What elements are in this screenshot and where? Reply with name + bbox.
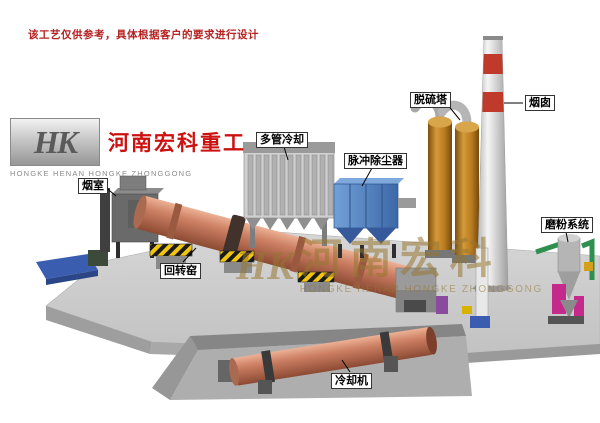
chimney-stack (473, 36, 511, 292)
company-logo: HK 河南宏科重工 HONGKE HENAN HONGKE ZHONGGONG (10, 118, 246, 178)
label-multi-tube-cooler: 多管冷却 (256, 132, 308, 148)
logo-company-name-cn: 河南宏科重工 (108, 132, 246, 155)
logo-hk-monogram-icon: HK (10, 118, 100, 166)
logo-monogram-text: HK (33, 123, 78, 160)
label-desulfurization-tower: 脱硫塔 (410, 92, 451, 108)
blue-base-panel (36, 254, 98, 285)
multi-tube-cooler-unit (243, 142, 335, 248)
label-rotary-kiln: 回转窑 (160, 263, 201, 279)
cooling-machine-unit (218, 326, 437, 394)
discharge-housing (395, 267, 448, 314)
elevator-structure (462, 247, 490, 328)
label-chimney: 烟囱 (525, 95, 555, 111)
label-smoke-chamber: 烟室 (78, 178, 108, 194)
label-grinding-system: 磨粉系统 (541, 217, 593, 233)
grinding-system-unit (535, 234, 595, 324)
pulse-dust-collector-unit (333, 178, 416, 258)
desulfurization-towers (410, 96, 482, 263)
disclaimer-text: 该工艺仅供参考，具体根据客户的要求进行设计 (28, 29, 259, 41)
label-cooling-machine: 冷却机 (331, 373, 372, 389)
logo-company-name-en: HONGKE HENAN HONGKE ZHONGGONG (10, 169, 193, 178)
label-pulse-dust-collector: 脉冲除尘器 (344, 153, 407, 169)
